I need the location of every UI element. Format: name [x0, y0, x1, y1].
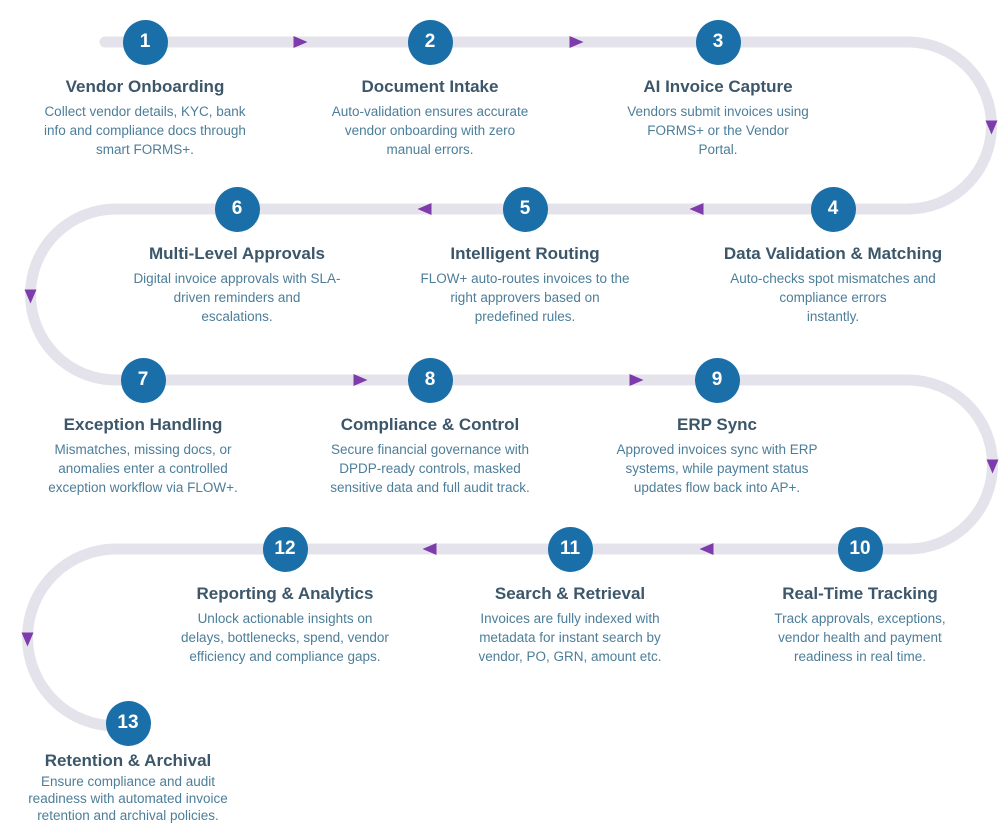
- step-description: Secure financial governance with DPDP-re…: [330, 441, 530, 495]
- step-intelligent-routing: 5 Intelligent Routing FLOW+ auto-routes …: [400, 186, 650, 326]
- step-number: 2: [424, 31, 436, 52]
- flow-arrow-icon: [986, 459, 999, 474]
- step-description: Unlock actionable insights on delays, bo…: [181, 610, 389, 664]
- flow-arrow-icon: [293, 36, 308, 48]
- flow-arrow-icon: [24, 289, 37, 304]
- step-ai-invoice-capture: 3 AI Invoice Capture Vendors submit invo…: [608, 19, 828, 159]
- step-description: Vendors submit invoices using FORMS+ or …: [627, 103, 809, 157]
- step-number-badge: 12: [262, 526, 308, 572]
- step-reporting-analytics: 12 Reporting & Analytics Unlock actionab…: [160, 526, 410, 666]
- serpentine-path: [22, 36, 998, 732]
- flow-arrow-icon: [985, 120, 998, 135]
- step-data-validation-matching: 4 Data Validation & Matching Auto-checks…: [708, 186, 958, 326]
- step-title: Compliance & Control: [340, 414, 520, 434]
- flow-arrow-icon: [21, 632, 34, 647]
- step-number-badge: 1: [122, 19, 168, 65]
- flow-arrow-icon: [353, 374, 368, 386]
- step-erp-sync: 9 ERP Sync Approved invoices sync with E…: [597, 357, 837, 497]
- flow-direction-arrows: [21, 36, 999, 647]
- flow-arrow-icon: [629, 374, 644, 386]
- step-search-retrieval: 11 Search & Retrieval Invoices are fully…: [450, 526, 690, 666]
- step-description: Ensure compliance and audit readiness wi…: [28, 773, 228, 823]
- step-number: 11: [559, 538, 581, 559]
- step-number-badge: 3: [695, 19, 741, 65]
- step-description: Collect vendor details, KYC, bank info a…: [44, 103, 246, 157]
- step-multi-level-approvals: 6 Multi-Level Approvals Digital invoice …: [112, 186, 362, 326]
- step-title: Exception Handling: [63, 414, 223, 434]
- step-description: Digital invoice approvals with SLA- driv…: [133, 270, 341, 324]
- step-number-badge: 4: [810, 186, 856, 232]
- step-number: 3: [712, 31, 724, 52]
- step-number: 7: [137, 369, 149, 390]
- step-title: Document Intake: [361, 76, 499, 96]
- step-title: Reporting & Analytics: [196, 583, 374, 603]
- step-number: 5: [519, 198, 531, 219]
- step-title: Multi-Level Approvals: [148, 243, 325, 263]
- step-number-badge: 7: [120, 357, 166, 403]
- step-number: 1: [139, 31, 151, 52]
- flow-arrow-icon: [699, 543, 714, 555]
- step-real-time-tracking: 10 Real-Time Tracking Track approvals, e…: [740, 526, 980, 666]
- step-number-badge: 2: [407, 19, 453, 65]
- step-number: 10: [849, 538, 871, 559]
- step-number-badge: 11: [547, 526, 593, 572]
- step-description: Approved invoices sync with ERP systems,…: [616, 441, 818, 495]
- step-compliance-control: 8 Compliance & Control Secure financial …: [300, 357, 560, 497]
- step-number-badge: 13: [105, 700, 151, 746]
- step-number-badge: 9: [694, 357, 740, 403]
- step-title: Vendor Onboarding: [65, 76, 225, 96]
- step-number: 6: [231, 198, 243, 219]
- flow-arrow-icon: [689, 203, 704, 215]
- flow-arrow-icon: [569, 36, 584, 48]
- step-number: 4: [827, 198, 839, 219]
- flow-arrow-icon: [422, 543, 437, 555]
- step-number-badge: 10: [837, 526, 883, 572]
- step-number: 13: [117, 712, 139, 733]
- step-description: Mismatches, missing docs, or anomalies e…: [48, 441, 238, 495]
- step-number-badge: 6: [214, 186, 260, 232]
- step-number: 8: [424, 369, 436, 390]
- step-number-badge: 5: [502, 186, 548, 232]
- step-number: 12: [274, 538, 296, 559]
- step-title: Search & Retrieval: [494, 583, 646, 603]
- step-vendor-onboarding: 1 Vendor Onboarding Collect vendor detai…: [20, 19, 270, 159]
- step-title: AI Invoice Capture: [643, 76, 793, 96]
- step-title: Data Validation & Matching: [723, 243, 943, 263]
- step-title: Retention & Archival: [44, 750, 212, 770]
- step-description: Auto-checks spot mismatches and complian…: [730, 270, 936, 324]
- step-description: Invoices are fully indexed with metadata…: [478, 610, 662, 664]
- step-exception-handling: 7 Exception Handling Mismatches, missing…: [18, 357, 268, 497]
- flow-arrow-icon: [417, 203, 432, 215]
- step-number: 9: [711, 369, 723, 390]
- step-description: FLOW+ auto-routes invoices to the right …: [420, 270, 630, 324]
- step-retention-archival: 13 Retention & Archival Ensure complianc…: [13, 700, 243, 824]
- step-title: Real-Time Tracking: [782, 583, 938, 603]
- step-document-intake: 2 Document Intake Auto-validation ensure…: [310, 19, 550, 159]
- step-title: Intelligent Routing: [450, 243, 600, 263]
- step-title: ERP Sync: [676, 414, 757, 434]
- step-description: Auto-validation ensures accurate vendor …: [331, 103, 529, 157]
- step-description: Track approvals, exceptions, vendor heal…: [774, 610, 946, 664]
- step-number-badge: 8: [407, 357, 453, 403]
